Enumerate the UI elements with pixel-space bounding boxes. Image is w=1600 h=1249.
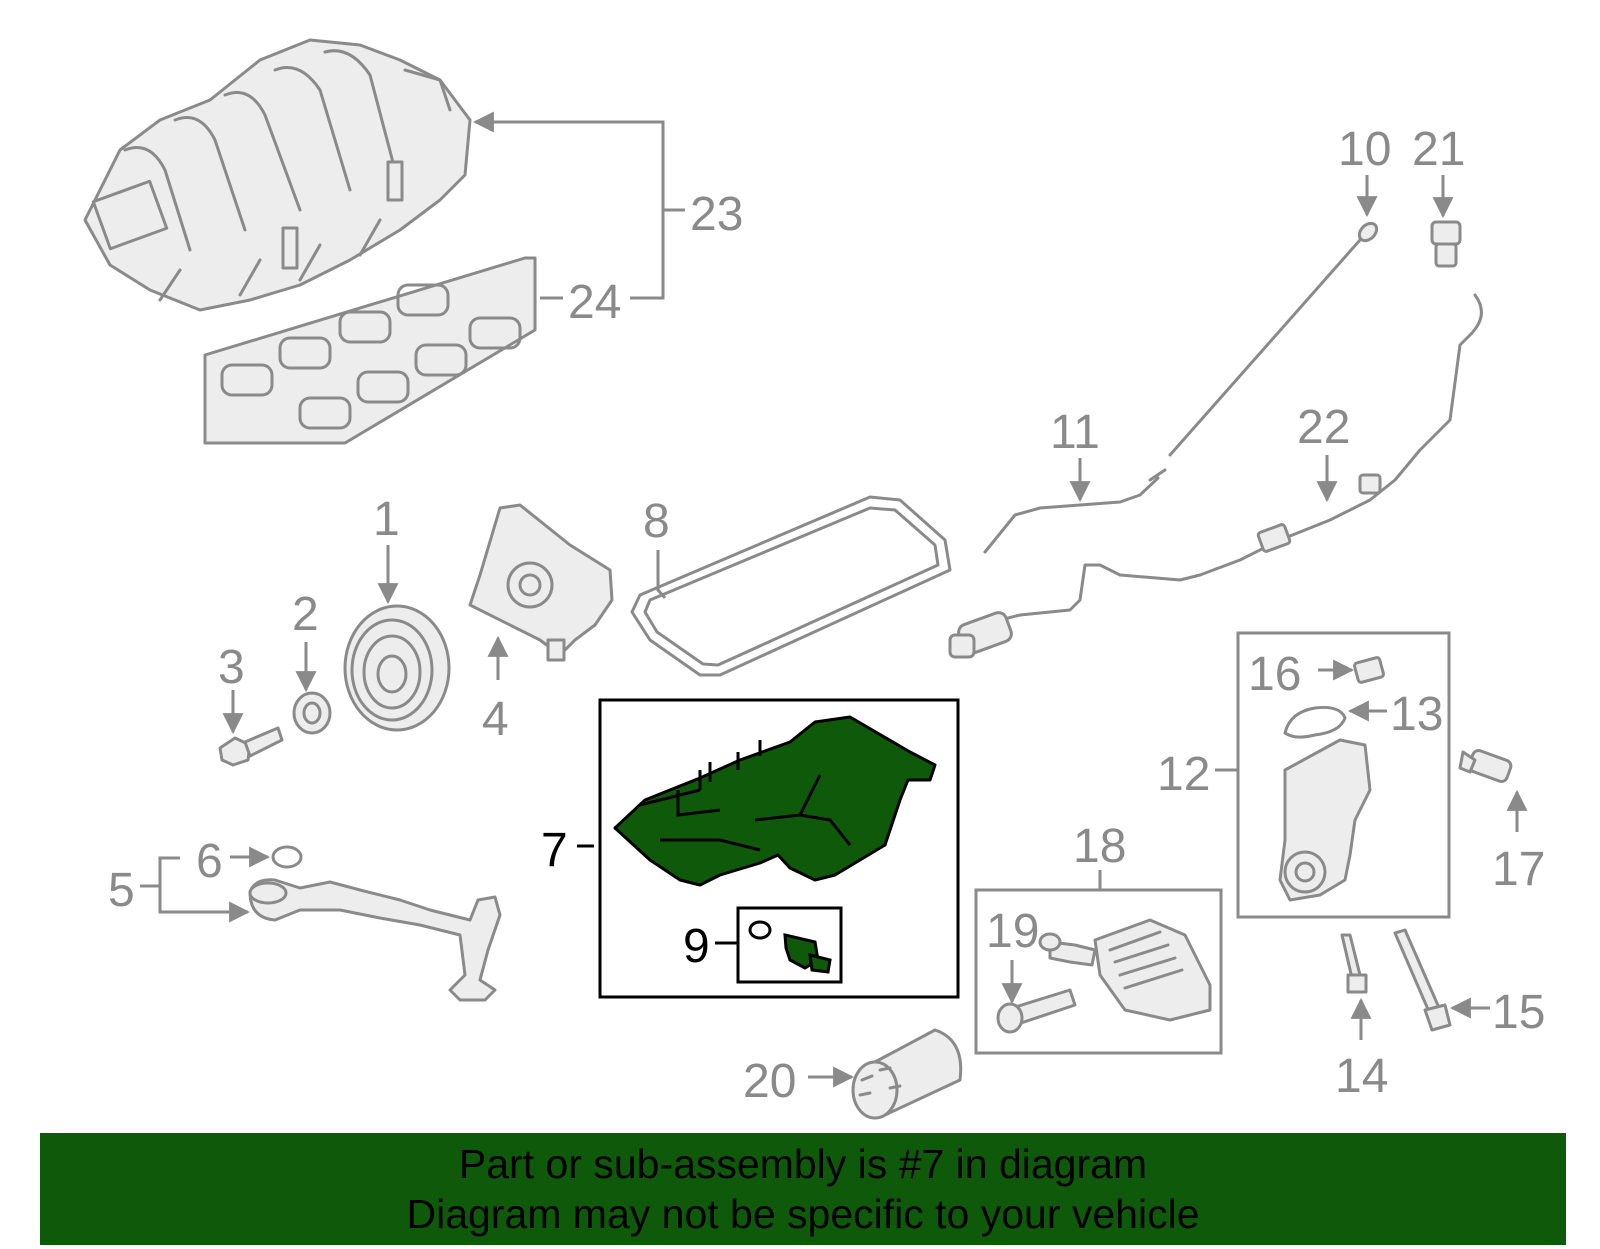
callout-1: 1 [373, 493, 400, 546]
callout-2: 2 [292, 588, 319, 641]
dipstick-part[interactable] [1168, 220, 1380, 457]
bolt-3-part[interactable] [218, 726, 284, 767]
washer-part[interactable] [292, 691, 332, 735]
callout-24: 24 [568, 276, 621, 329]
oil-pickup-tube-part[interactable] [248, 878, 502, 1002]
sensor-17-part[interactable] [1458, 749, 1513, 783]
oil-pan-assembly-box [598, 698, 960, 999]
intake-gasket-part[interactable] [203, 256, 537, 445]
drain-plug-part[interactable] [748, 920, 832, 974]
callout-9: 9 [683, 920, 710, 973]
banner-line-2: Diagram may not be specific to your vehi… [406, 1191, 1200, 1237]
callout-21: 21 [1412, 123, 1465, 176]
oil-cooler-part[interactable] [1038, 918, 1212, 1022]
fitting-19-part[interactable] [996, 988, 1077, 1034]
callout-22: 22 [1297, 401, 1350, 454]
crank-pulley-part[interactable] [343, 604, 451, 732]
callout-18: 18 [1073, 820, 1126, 873]
front-cover-box [1236, 631, 1451, 919]
callout-5: 5 [108, 864, 135, 917]
banner-line-1: Part or sub-assembly is #7 in diagram [458, 1141, 1148, 1187]
bolt-14-part[interactable] [1340, 933, 1368, 994]
bolt-15-part[interactable] [1393, 928, 1452, 1032]
callout-16: 16 [1248, 648, 1301, 701]
callout-3: 3 [218, 641, 245, 694]
seal-16-part[interactable] [1353, 656, 1385, 684]
callout-13: 13 [1390, 688, 1443, 741]
info-banner: Part or sub-assembly is #7 in diagram Di… [40, 1133, 1566, 1245]
sensor-21-part[interactable] [1430, 220, 1462, 268]
callout-6: 6 [196, 835, 223, 888]
callout-17: 17 [1492, 843, 1545, 896]
callout-23: 23 [690, 188, 743, 241]
oil-filter-part[interactable] [851, 1028, 963, 1120]
front-cover-part[interactable] [1278, 738, 1372, 902]
tube-11-part[interactable] [983, 468, 1167, 554]
oil-pump-part[interactable] [468, 503, 614, 662]
drain-plug-box [736, 906, 843, 984]
callout-8: 8 [643, 495, 670, 548]
callout-14: 14 [1335, 1050, 1388, 1103]
callout-7: 7 [541, 824, 568, 877]
oil-pan-gasket-part[interactable] [630, 495, 952, 677]
callout-10: 10 [1338, 123, 1391, 176]
callout-4: 4 [482, 693, 509, 746]
harness-tube-part[interactable] [948, 293, 1483, 659]
o-ring-6-part[interactable] [271, 845, 303, 869]
oil-pan-part[interactable] [613, 715, 937, 887]
callout-19: 19 [986, 905, 1039, 958]
callout-11: 11 [1050, 406, 1100, 459]
callout-20: 20 [743, 1055, 796, 1108]
gasket-13-part[interactable] [1283, 706, 1347, 739]
intake-manifold-part[interactable] [83, 38, 472, 312]
callout-12: 12 [1157, 748, 1210, 801]
callout-15: 15 [1492, 986, 1545, 1039]
